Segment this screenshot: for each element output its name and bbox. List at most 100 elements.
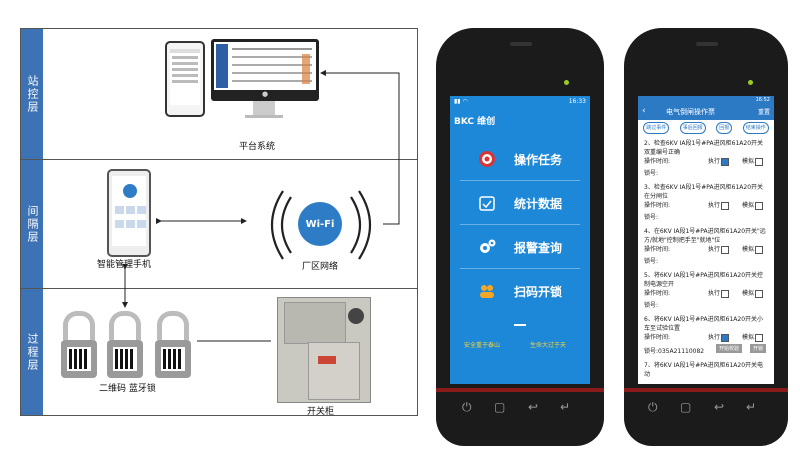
step-text: 4、在6KV IA段1号#PA进风柜61A20开关"远方/就地"控制把手至"就地… bbox=[644, 228, 766, 244]
step-text: 2、检查6KV IA段1号#PA进风柜61A20开关双重编号正确 bbox=[644, 140, 764, 156]
power-icon[interactable]: ⏻ bbox=[648, 400, 658, 414]
menu-label: 统计数据 bbox=[514, 196, 563, 211]
qr-lock-1 bbox=[61, 311, 97, 378]
exec-checkbox[interactable]: 执行 bbox=[708, 244, 730, 254]
layer-bay: 间隔层 bbox=[21, 160, 43, 288]
signal-icon: ▮▮ ◠ bbox=[454, 98, 468, 105]
monitor-base bbox=[245, 115, 283, 118]
wifi-waves-icon bbox=[271, 190, 371, 260]
unlock-button[interactable]: 开锁 bbox=[750, 344, 767, 353]
lock-number: 锁号:035A21110082 bbox=[644, 348, 705, 355]
exec-label: 执行 bbox=[708, 202, 721, 209]
exec-checkbox[interactable]: 执行 bbox=[708, 288, 730, 298]
exec-label: 执行 bbox=[708, 334, 721, 341]
qr-lock-3 bbox=[155, 311, 191, 378]
architecture-diagram: 站控层 间隔层 过程层 ● 平台系统 bbox=[20, 28, 418, 417]
network-label: 厂区网络 bbox=[302, 262, 339, 272]
status-bar: ▮▮ ◠ 16:33 bbox=[450, 96, 590, 108]
sim-label: 模拟 bbox=[742, 158, 755, 165]
menu-alarm-query[interactable]: 报警查询 bbox=[460, 230, 580, 264]
step-text: 5、将6KV IA段1号#PA进风柜61A20开关控制电源空开 bbox=[644, 272, 764, 288]
step-text: 6、将6KV IA段1号#PA进风柜61A20开关小车至试验位置 bbox=[644, 316, 764, 332]
tab-end[interactable]: 结束操作 bbox=[742, 122, 769, 134]
handheld-device-operation-ticket: 16:52 ‹ 电气倒闸操作票 重置 跳过事件 事后回报 回报 结束操作 2、检… bbox=[624, 28, 788, 446]
platform-label: 平台系统 bbox=[239, 142, 276, 152]
divider bbox=[460, 224, 580, 225]
step-text: 3、检查6KV IA段1号#PA进风柜61A20开关在分闸位 bbox=[644, 184, 764, 200]
handheld-image bbox=[107, 169, 151, 257]
op-time-label: 操作时间: bbox=[644, 334, 671, 341]
monitor-stand bbox=[253, 101, 275, 115]
tab-report[interactable]: 回报 bbox=[716, 122, 733, 134]
slogan-left: 安全重于泰山 bbox=[464, 342, 501, 349]
back-arrow-icon[interactable]: ‹ bbox=[642, 106, 646, 116]
menu-label: 报警查询 bbox=[514, 240, 563, 255]
red-trim bbox=[624, 388, 788, 392]
speaker-grille bbox=[696, 42, 718, 46]
back-icon[interactable]: ↩ bbox=[714, 400, 725, 414]
platform-monitor-image: ● bbox=[211, 39, 319, 101]
brand-logo: BKC 维创 bbox=[454, 117, 496, 127]
status-time: 16:33 bbox=[568, 98, 586, 105]
layer-station-control: 站控层 bbox=[21, 29, 43, 159]
menu-statistics[interactable]: 统计数据 bbox=[460, 186, 580, 220]
target-icon bbox=[476, 148, 498, 170]
exec-label: 执行 bbox=[708, 158, 721, 165]
reset-button[interactable]: 重置 bbox=[757, 109, 770, 116]
qr-lock-2 bbox=[107, 311, 143, 378]
locks-label: 二维码 蓝牙锁 bbox=[99, 384, 156, 394]
exec-checkbox[interactable]: 执行 bbox=[708, 156, 730, 166]
qr-code-icon bbox=[113, 347, 137, 371]
back-icon[interactable]: ↩ bbox=[528, 400, 539, 414]
start-test-button[interactable]: 开始校验 bbox=[716, 344, 743, 353]
lock-label: 锁号: bbox=[644, 170, 659, 177]
tab-report-after[interactable]: 事后回报 bbox=[679, 122, 706, 134]
menu-operation-tasks[interactable]: 操作任务 bbox=[460, 142, 580, 176]
speaker-grille bbox=[510, 42, 532, 46]
wifi-icon: Wi-Fi bbox=[298, 202, 342, 246]
op-time-label: 操作时间: bbox=[644, 158, 671, 165]
app-header: 16:52 ‹ 电气倒闸操作票 重置 bbox=[638, 96, 774, 120]
status-led bbox=[748, 80, 753, 85]
calendar-check-icon bbox=[476, 192, 498, 214]
status-led bbox=[564, 80, 569, 85]
divider bbox=[21, 288, 417, 289]
enter-icon[interactable]: ↵ bbox=[746, 400, 757, 414]
exec-label: 执行 bbox=[708, 290, 721, 297]
op-time-label: 操作时间: bbox=[644, 202, 671, 209]
exec-checkbox[interactable]: 执行 bbox=[708, 332, 730, 342]
sim-checkbox[interactable]: 模拟 bbox=[742, 156, 764, 166]
home-icon[interactable]: ▢ bbox=[494, 400, 506, 414]
sim-checkbox[interactable]: 模拟 bbox=[742, 244, 764, 254]
tab-bar: 跳过事件 事后回报 回报 结束操作 bbox=[638, 122, 774, 134]
lock-label: 锁号: bbox=[644, 302, 659, 309]
slogan-right: 生命大过于天 bbox=[530, 342, 567, 349]
sim-checkbox[interactable]: 模拟 bbox=[742, 288, 764, 298]
menu-scan-unlock[interactable]: 扫码开锁 bbox=[460, 274, 580, 308]
sim-checkbox[interactable]: 模拟 bbox=[742, 200, 764, 210]
exec-checkbox[interactable]: 执行 bbox=[708, 200, 730, 210]
power-icon[interactable]: ⏻ bbox=[462, 400, 472, 414]
home-icon[interactable]: ▢ bbox=[680, 400, 692, 414]
layer-process: 过程层 bbox=[21, 289, 43, 415]
op-time-label: 操作时间: bbox=[644, 246, 671, 253]
divider bbox=[460, 268, 580, 269]
sim-checkbox[interactable]: 模拟 bbox=[742, 332, 764, 342]
platform-phone-image bbox=[165, 41, 205, 117]
screen: ▮▮ ◠ 16:33 BKC 维创 操作任务 统计数据 报警查询 扫码开锁 安全… bbox=[450, 96, 590, 384]
status-time: 16:52 bbox=[755, 97, 770, 103]
apple-logo-icon: ● bbox=[261, 90, 269, 98]
gears-icon bbox=[476, 236, 498, 258]
qr-code-icon bbox=[67, 347, 91, 371]
qr-code-icon bbox=[161, 347, 185, 371]
header-title: 电气倒闸操作票 bbox=[666, 108, 715, 116]
sim-label: 模拟 bbox=[742, 246, 755, 253]
divider bbox=[21, 159, 417, 160]
sim-label: 模拟 bbox=[742, 334, 755, 341]
step-text: 7、将6KV IA段1号#PA进风柜61A20开关电动 bbox=[644, 362, 764, 378]
divider bbox=[460, 180, 580, 181]
enter-icon[interactable]: ↵ bbox=[560, 400, 571, 414]
tab-skip[interactable]: 跳过事件 bbox=[643, 122, 670, 134]
op-time-label: 操作时间: bbox=[644, 290, 671, 297]
cabinet-label: 开关柜 bbox=[307, 407, 335, 417]
